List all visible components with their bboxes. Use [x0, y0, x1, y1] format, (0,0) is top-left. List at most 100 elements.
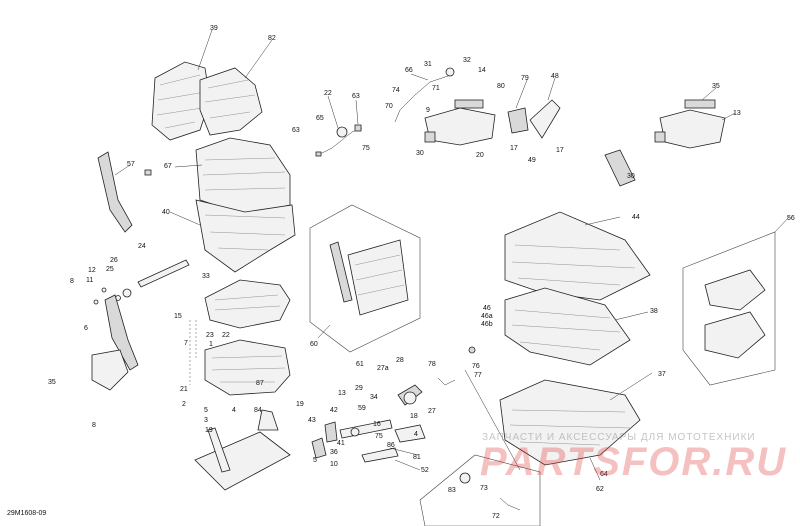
callout-42: 42	[330, 407, 338, 414]
callout-5: 5	[204, 407, 208, 414]
callout-66: 66	[405, 67, 413, 74]
part-40-seat-base	[195, 199, 296, 273]
callout-25: 25	[106, 266, 114, 273]
part-43-bracket	[311, 437, 327, 459]
callout-11: 11	[86, 277, 93, 284]
callout-30b: 30	[627, 173, 635, 180]
callout-83: 83	[448, 487, 456, 494]
part-13-right-latch	[654, 99, 726, 149]
callout-27: 27	[428, 408, 436, 415]
callout-30: 30	[416, 150, 424, 157]
callout-80: 80	[497, 83, 505, 90]
callout-41: 41	[337, 440, 345, 447]
callout-19: 19	[296, 401, 304, 408]
part-67-seat-foam	[195, 137, 291, 216]
callout-78: 78	[428, 361, 436, 368]
callout-33: 33	[202, 273, 210, 280]
part-38-seat-foam	[504, 287, 631, 366]
callout-27a: 27a	[377, 365, 389, 372]
part-56-frame-assembly	[704, 269, 766, 359]
callout-77: 77	[474, 372, 482, 379]
callout-35: 35	[712, 83, 720, 90]
callout-1: 1	[209, 341, 213, 348]
callout-36: 36	[330, 449, 338, 456]
callout-17: 17	[510, 145, 518, 152]
callout-46: 46	[483, 305, 491, 312]
part-33-frame-top	[204, 279, 291, 329]
part-26-washer	[122, 288, 132, 298]
callout-22: 22	[324, 90, 332, 97]
detail-frame-60	[309, 204, 421, 353]
callout-40: 40	[162, 209, 170, 216]
assembly-dash-line	[189, 320, 197, 385]
callout-37: 37	[658, 371, 666, 378]
callout-19b: 19	[205, 427, 213, 434]
callout-12: 12	[88, 267, 96, 274]
callout-79: 79	[521, 75, 529, 82]
callout-34: 34	[370, 394, 378, 401]
watermark-brand: PARTSFOR.RU	[480, 440, 788, 484]
callout-46a: 46a	[481, 313, 493, 320]
callout-57: 57	[127, 161, 135, 168]
callout-86: 86	[387, 442, 395, 449]
callout-87: 87	[256, 380, 264, 387]
callout-28: 28	[396, 357, 404, 364]
callout-31: 31	[424, 61, 432, 68]
part-6-left-bracket	[91, 294, 139, 391]
callout-6: 6	[84, 325, 88, 332]
callout-13: 13	[733, 110, 741, 117]
part-82-backrest-cover	[199, 67, 263, 136]
callout-65: 65	[316, 115, 324, 122]
part-48-bracket	[507, 99, 561, 139]
callout-67: 67	[164, 163, 172, 170]
diagram-code: 29M1608-09	[7, 510, 47, 517]
callout-17b: 17	[556, 147, 564, 154]
callout-3: 3	[204, 417, 208, 424]
part-small-clip	[144, 169, 152, 176]
callout-20: 20	[476, 152, 484, 159]
callout-52: 52	[421, 467, 429, 474]
callout-15: 15	[174, 313, 182, 320]
callout-4b: 4	[414, 431, 418, 438]
part-31-ring	[445, 67, 455, 77]
leader-lines	[114, 29, 790, 481]
callout-72: 72	[492, 513, 500, 520]
callout-75b: 75	[375, 433, 383, 440]
part-9-latch-housing	[424, 99, 496, 146]
part-78-linkage	[437, 377, 456, 386]
part-12-bolt	[101, 287, 107, 293]
callout-14: 14	[478, 67, 486, 74]
part-59-washer	[350, 427, 360, 437]
callout-70: 70	[385, 103, 393, 110]
part-83-connector	[459, 472, 521, 511]
callout-60: 60	[310, 341, 318, 348]
callout-22b: 22	[222, 332, 230, 339]
callout-49: 49	[528, 157, 536, 164]
callout-32: 32	[463, 57, 471, 64]
part-60-hinge-assembly	[329, 239, 409, 316]
part-21-frame-lower	[204, 339, 291, 396]
part-34-pulley	[403, 391, 417, 405]
callout-29: 29	[355, 385, 363, 392]
part-19-mat	[194, 427, 291, 491]
callout-71: 71	[432, 85, 440, 92]
callout-56: 56	[787, 215, 795, 222]
callout-82: 82	[268, 35, 276, 42]
callout-44: 44	[632, 214, 640, 221]
part-42-plate	[324, 421, 338, 443]
callout-16: 16	[373, 421, 381, 428]
detail-frame-56	[682, 231, 776, 386]
callout-46b: 46b	[481, 321, 493, 328]
callout-59: 59	[358, 405, 366, 412]
callout-13b: 13	[338, 390, 346, 397]
part-46-grommet	[468, 346, 476, 354]
part-37-seat-pan	[499, 379, 641, 466]
callout-73: 73	[480, 485, 488, 492]
callout-23: 23	[206, 332, 214, 339]
callout-2: 2	[182, 401, 186, 408]
callout-48: 48	[551, 73, 559, 80]
callout-64: 64	[600, 471, 608, 478]
callout-7: 7	[184, 340, 188, 347]
callout-84: 84	[254, 407, 262, 414]
